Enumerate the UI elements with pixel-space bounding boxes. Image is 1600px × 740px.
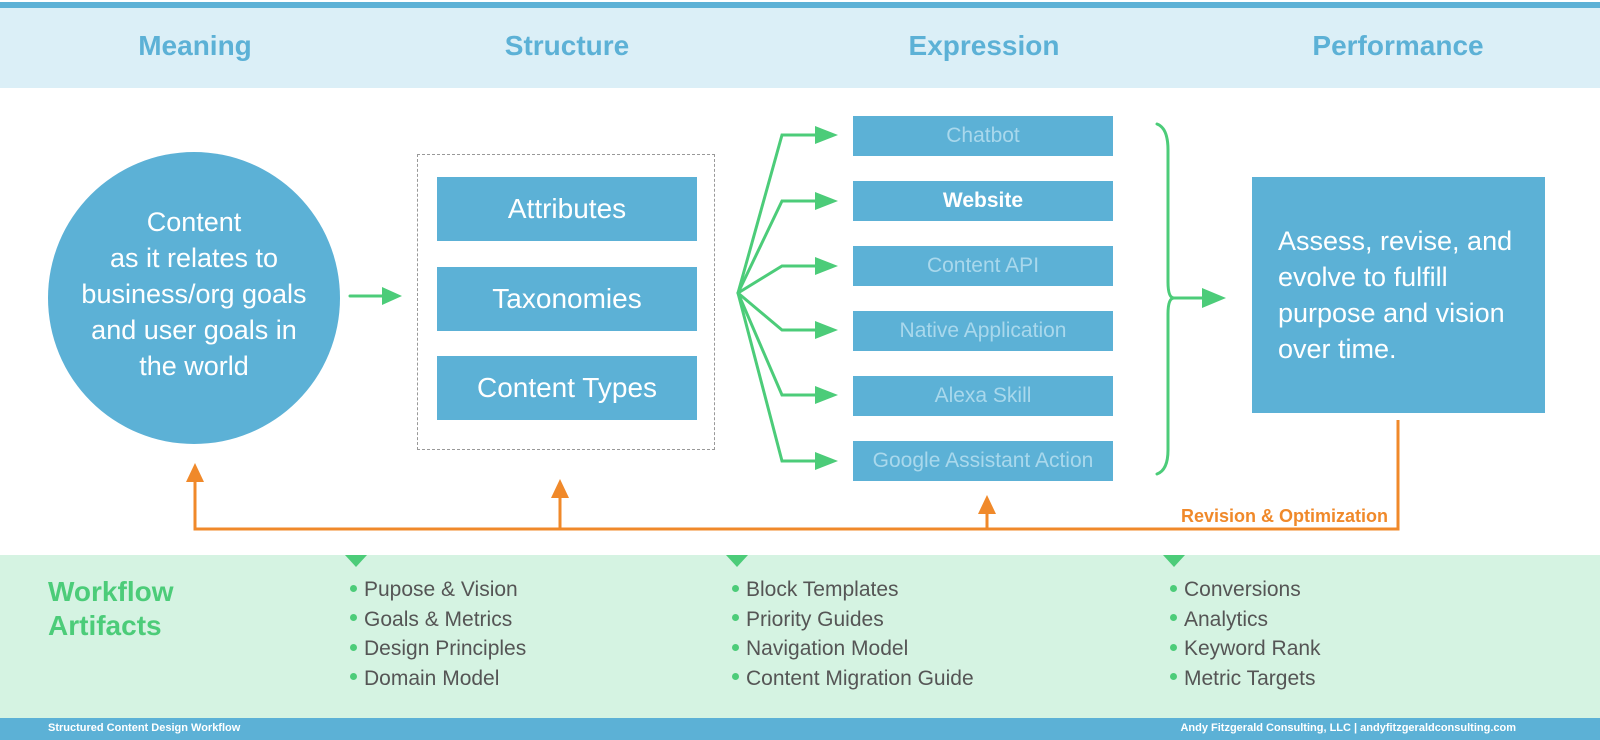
revision-optimization-label: Revision & Optimization bbox=[1181, 506, 1389, 526]
fan-line-google-assistant-action bbox=[736, 291, 820, 463]
artifact-label: Pupose & Vision bbox=[364, 578, 518, 601]
structure-box-attributes: Attributes bbox=[437, 177, 697, 241]
arrowhead-to-structure-feedback bbox=[551, 479, 569, 498]
artifact-label: Priority Guides bbox=[746, 607, 884, 631]
artifact-item: Content Migration Guide bbox=[732, 664, 974, 694]
artifact-item: Navigation Model bbox=[732, 634, 974, 664]
workflow-artifacts-section bbox=[0, 555, 1600, 718]
top-accent-bar bbox=[0, 2, 1600, 8]
expression-box-chatbot: Chatbot bbox=[853, 116, 1113, 156]
artifact-label: Navigation Model bbox=[746, 637, 909, 660]
arrowhead-to-expression-feedback bbox=[978, 495, 996, 514]
artifact-label: Metric Targets bbox=[1184, 666, 1316, 690]
bullet-icon bbox=[732, 673, 739, 681]
arrowhead-to-meaning bbox=[186, 463, 204, 482]
arrowhead-native-application bbox=[815, 321, 838, 339]
performance-box: Assess, revise, and evolve to fulfill pu… bbox=[1252, 177, 1545, 413]
phase-title-meaning: Meaning bbox=[138, 30, 252, 61]
fan-line-content-api bbox=[736, 264, 820, 295]
artifact-label: Content Migration Guide bbox=[746, 666, 974, 690]
phase-title-performance: Performance bbox=[1312, 30, 1484, 61]
artifact-pointer-expression bbox=[726, 555, 748, 567]
grouping-brace bbox=[1155, 122, 1175, 476]
phase-title-expression: Expression bbox=[908, 30, 1060, 61]
structure-box-taxonomies: Taxonomies bbox=[437, 267, 697, 331]
bullet-icon bbox=[1170, 584, 1177, 592]
artifact-label: Keyword Rank bbox=[1184, 637, 1321, 660]
bullet-icon bbox=[732, 584, 739, 592]
expression-box-google-assistant-action: Google Assistant Action bbox=[853, 441, 1113, 481]
expression-box-native-application: Native Application bbox=[853, 311, 1113, 351]
fan-line-native-application bbox=[736, 291, 820, 332]
artifact-pointer-performance bbox=[1163, 555, 1185, 567]
artifact-item: Goals & Metrics bbox=[350, 605, 526, 635]
artifact-item: Pupose & Vision bbox=[350, 575, 526, 605]
artifact-label: Analytics bbox=[1184, 607, 1269, 631]
arrowhead-alexa-skill bbox=[815, 386, 838, 404]
bullet-icon bbox=[1170, 673, 1177, 681]
arrowhead-chatbot bbox=[815, 126, 838, 144]
expression-box-content-api: Content API bbox=[853, 246, 1113, 286]
workflow-artifacts-title: Workflow Artifacts bbox=[48, 576, 174, 641]
meaning-text: Content as it relates to business/org go… bbox=[81, 207, 307, 381]
meaning-circle: Content as it relates to business/org go… bbox=[48, 152, 340, 444]
phase-title-structure: Structure bbox=[504, 30, 630, 61]
artifact-label: Domain Model bbox=[364, 666, 500, 690]
expression-box-alexa-skill: Alexa Skill bbox=[853, 376, 1113, 416]
performance-text: Assess, revise, and evolve to fulfill pu… bbox=[1278, 226, 1513, 364]
artifact-label: Conversions bbox=[1184, 578, 1301, 601]
bullet-icon bbox=[350, 584, 357, 592]
fan-line-website bbox=[736, 199, 820, 295]
artifact-list-performance: Conversions Analytics Keyword Rank Metri… bbox=[1170, 575, 1321, 693]
artifact-item: Analytics bbox=[1170, 605, 1321, 635]
arrowhead-google-assistant-action bbox=[815, 452, 838, 470]
artifact-label: Goals & Metrics bbox=[364, 607, 513, 631]
fan-line-alexa-skill bbox=[736, 291, 820, 397]
arrowhead-content-api bbox=[815, 257, 838, 275]
artifact-label: Block Templates bbox=[746, 578, 899, 601]
footer-title: Structured Content Design Workflow bbox=[48, 722, 241, 734]
arrowhead-website bbox=[815, 192, 838, 210]
bullet-icon bbox=[350, 673, 357, 681]
artifact-item: Keyword Rank bbox=[1170, 634, 1321, 664]
artifact-list-expression: Block Templates Priority Guides Navigati… bbox=[732, 575, 974, 693]
bullet-icon bbox=[1170, 614, 1177, 622]
structure-box-content-types: Content Types bbox=[437, 356, 697, 420]
artifact-item: Metric Targets bbox=[1170, 664, 1321, 694]
arrowhead-to-performance bbox=[1202, 288, 1226, 308]
artifact-item: Conversions bbox=[1170, 575, 1321, 605]
phase-header bbox=[0, 8, 1600, 88]
bullet-icon bbox=[732, 614, 739, 622]
expression-box-website: Website bbox=[853, 181, 1113, 221]
bullet-icon bbox=[732, 643, 739, 651]
footer-credit: Andy Fitzgerald Consulting, LLC | andyfi… bbox=[1180, 722, 1516, 734]
arrowhead-to-structure bbox=[382, 287, 402, 305]
artifact-label: Design Principles bbox=[364, 637, 527, 660]
footer-bar bbox=[0, 718, 1600, 740]
artifact-pointer-structure bbox=[345, 555, 367, 567]
artifact-item: Block Templates bbox=[732, 575, 974, 605]
bullet-icon bbox=[350, 614, 357, 622]
bullet-icon bbox=[350, 643, 357, 651]
artifact-item: Priority Guides bbox=[732, 605, 974, 635]
artifact-item: Domain Model bbox=[350, 664, 526, 694]
fan-line-chatbot bbox=[736, 133, 820, 295]
bullet-icon bbox=[1170, 643, 1177, 651]
artifact-item: Design Principles bbox=[350, 634, 526, 664]
artifact-list-structure: Pupose & Vision Goals & Metrics Design P… bbox=[350, 575, 526, 693]
